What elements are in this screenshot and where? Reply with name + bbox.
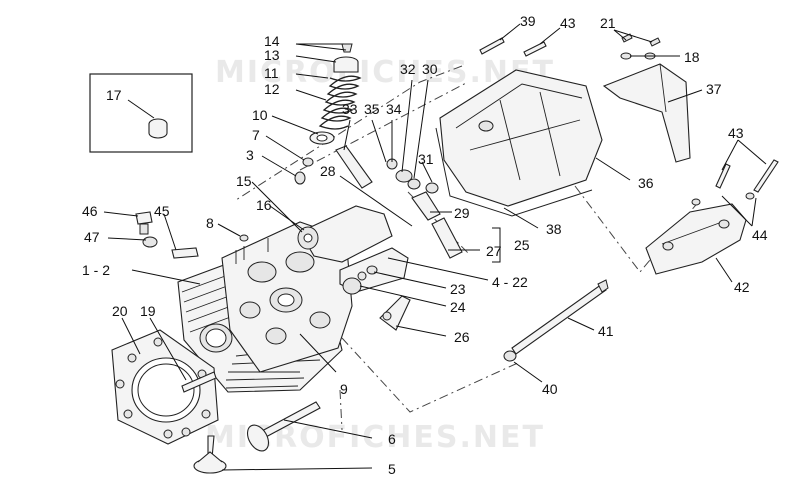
callout-11: 11 [264,65,279,81]
callout-20: 20 [112,303,128,319]
callout-28: 28 [320,163,336,179]
long-stud [503,279,609,362]
callout-39: 39 [520,13,536,29]
cover-bolts-right [691,159,779,206]
callout-3: 3 [246,147,254,163]
callout-38: 38 [546,221,562,237]
intake-valve [193,435,227,474]
callout-33: 33 [342,101,358,117]
callout-40: 40 [542,381,558,397]
side-cover [645,203,747,275]
callout-16: 16 [256,197,272,213]
callout-4-22: 4 - 22 [492,274,528,290]
callout-14: 14 [264,33,280,49]
callout-8: 8 [206,215,214,231]
callout-19: 19 [140,303,156,319]
callout-10: 10 [252,107,268,123]
callout-46: 46 [82,203,98,219]
callout-31: 31 [418,151,434,167]
head-gasket [111,329,219,445]
cover-bracket [602,63,691,163]
callout-34: 34 [386,101,402,117]
callout-5: 5 [388,461,396,477]
callout-41: 41 [598,323,614,339]
callout-32: 32 [400,61,416,77]
part-17-inset [89,73,193,153]
callout-17: 17 [106,87,122,103]
callout-35: 35 [364,101,380,117]
callout-29: 29 [454,205,470,221]
leader-lines [103,23,767,471]
callout-45: 45 [154,203,170,219]
screws-washers [620,33,661,60]
callout-27: 27 [486,243,502,259]
callout-47: 47 [84,229,100,245]
pushrod-tubes [335,145,463,259]
callout-30: 30 [422,61,438,77]
stud [181,371,217,393]
cover-bolts-top [479,37,547,57]
callout-1-2: 1 - 2 [82,262,110,278]
callout-44: 44 [752,227,768,243]
callout-12: 12 [264,81,280,97]
callout-13: 13 [264,47,280,63]
valve-cover [435,69,603,217]
callout-7: 7 [252,127,260,143]
callout-18: 18 [684,49,700,65]
callout-43-top: 43 [560,15,576,31]
callout-26: 26 [454,329,470,345]
valve-spring-stack [294,43,362,185]
callout-37: 37 [706,81,722,97]
callout-21: 21 [600,15,616,31]
callout-25: 25 [514,237,530,253]
callout-24: 24 [450,299,466,315]
cylinder-head [221,221,353,373]
exhaust-valve [246,401,321,452]
callout-6: 6 [388,431,396,447]
callout-9: 9 [340,381,348,397]
callout-labels: 14 13 11 12 10 7 3 15 16 8 17 46 45 47 1… [82,13,768,477]
small-fittings [135,211,249,259]
callout-36: 36 [638,175,654,191]
callout-23: 23 [450,281,466,297]
callout-42: 42 [734,279,750,295]
callout-15: 15 [236,173,252,189]
callout-43-right: 43 [728,125,744,141]
